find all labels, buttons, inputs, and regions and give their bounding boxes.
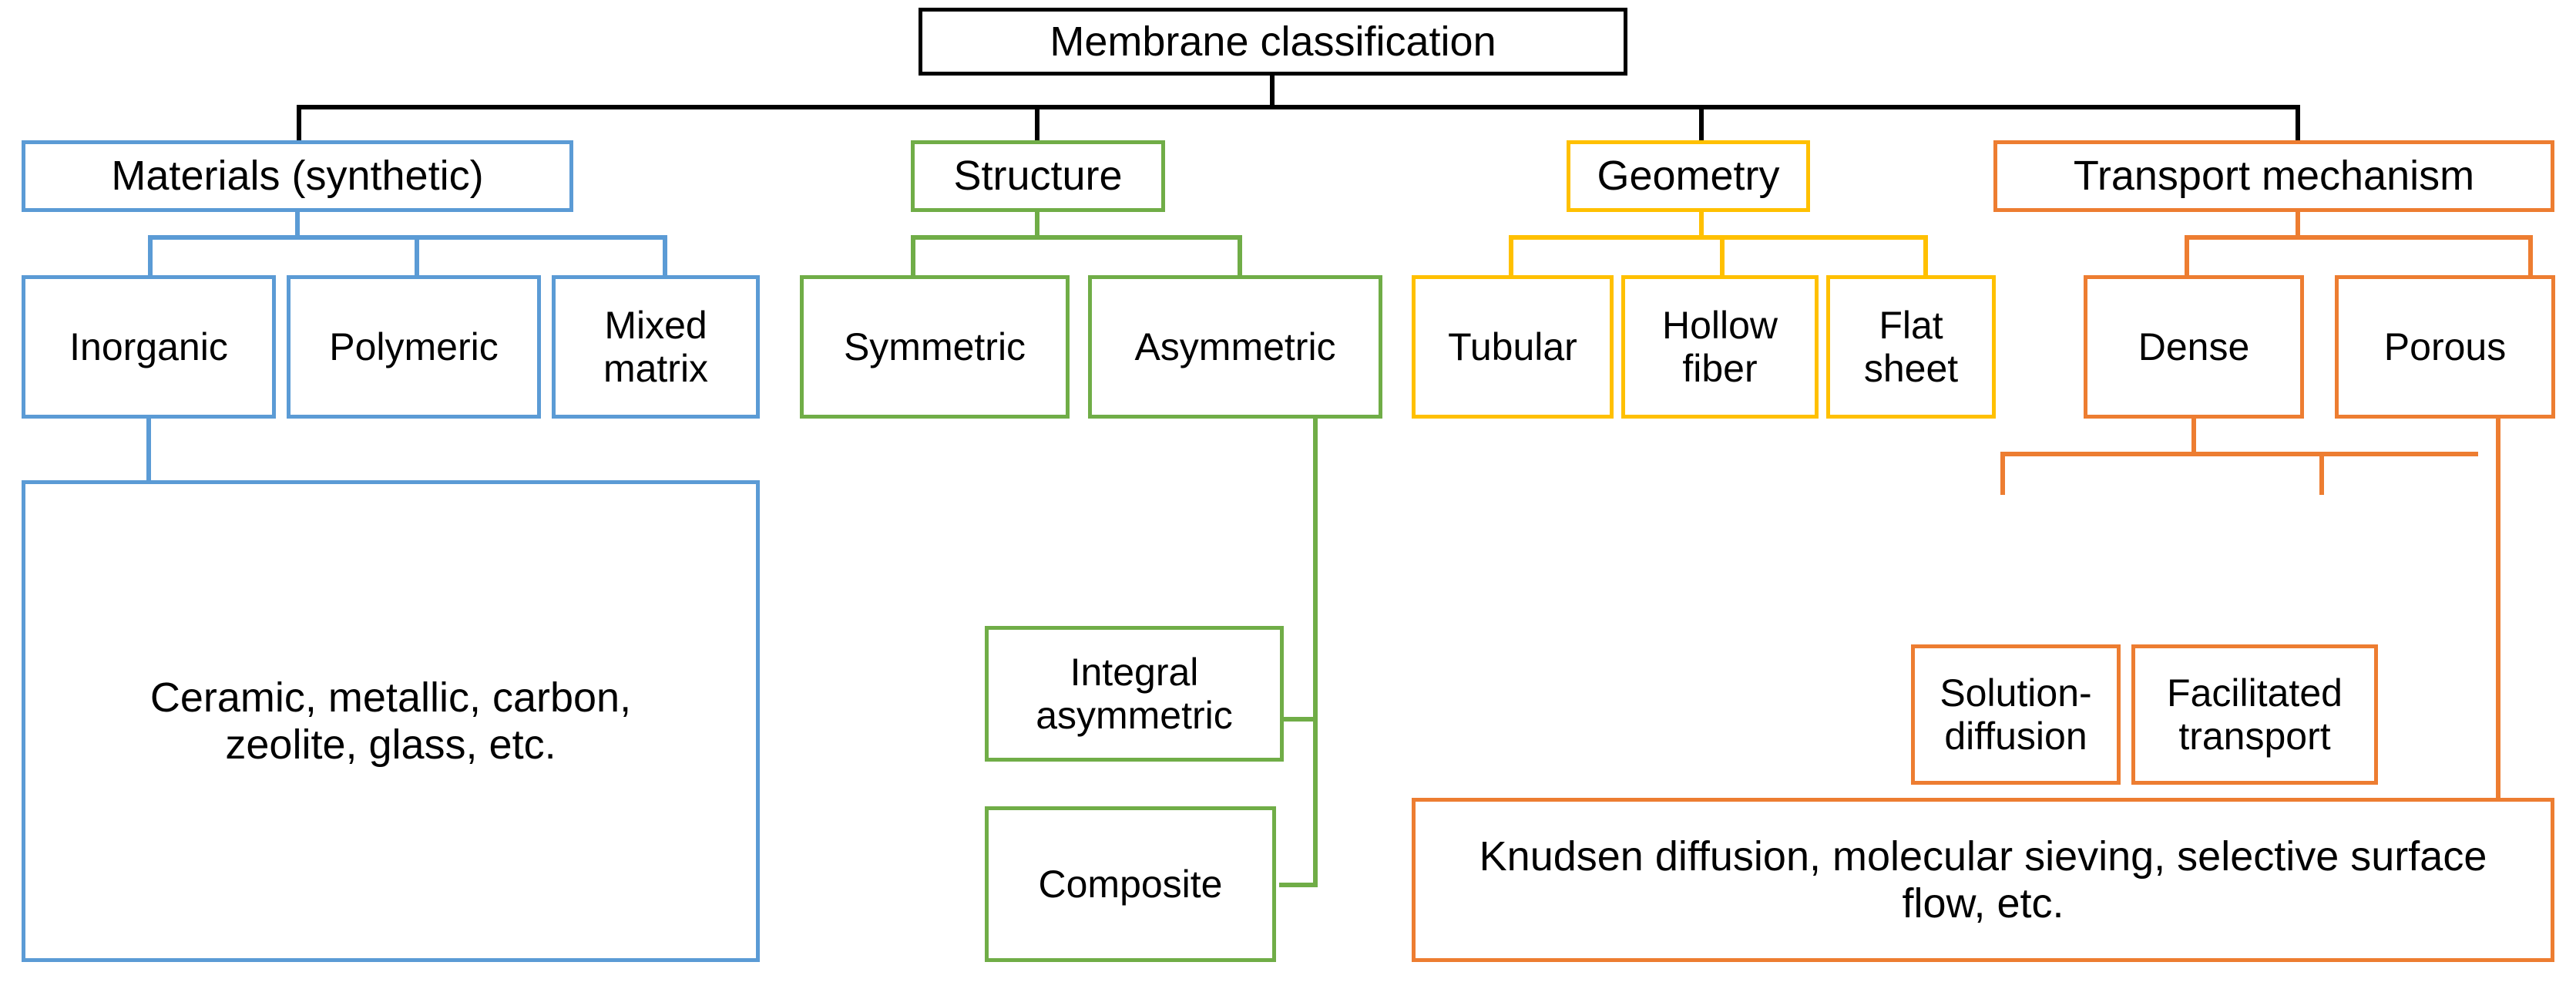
connector-dense-bus — [2000, 452, 2478, 456]
node-label: Solution-diffusion — [1940, 671, 2092, 758]
node-label: Structure — [953, 153, 1123, 200]
node-porous-examples[interactable]: Knudsen diffusion, molecular sieving, se… — [1412, 798, 2554, 962]
node-label: Symmetric — [843, 325, 1026, 368]
connector-inorganic-to-examples — [146, 419, 151, 483]
node-transport-mechanism[interactable]: Transport mechanism — [1993, 140, 2554, 212]
node-dense[interactable]: Dense — [2084, 275, 2304, 419]
connector-structure-to-asymmetric — [1238, 235, 1242, 278]
connector-structure-stem — [1035, 212, 1039, 238]
node-mixed-matrix[interactable]: Mixed matrix — [552, 275, 760, 419]
node-hollow-fiber[interactable]: Hollow fiber — [1621, 275, 1819, 419]
node-label: Knudsen diffusion, molecular sieving, se… — [1479, 833, 2487, 927]
connector-materials-stem — [295, 212, 300, 238]
connector-dense-stem — [2191, 419, 2196, 456]
node-label: Composite — [1038, 863, 1223, 906]
connector-root-stem — [1270, 76, 1275, 108]
connector-geometry-to-flat-sheet — [1923, 235, 1928, 278]
connector-drop-geometry — [1699, 105, 1704, 145]
node-label: Facilitated transport — [2167, 671, 2343, 758]
connector-asymmetric-spine — [1313, 419, 1318, 887]
node-label: Materials (synthetic) — [111, 153, 484, 200]
connector-materials-to-polymeric — [415, 235, 419, 278]
node-label: Polymeric — [329, 325, 499, 368]
node-label: Dense — [2138, 325, 2250, 368]
node-structure[interactable]: Structure — [911, 140, 1165, 212]
connector-transport-to-dense — [2185, 235, 2189, 278]
node-label: Integral asymmetric — [1036, 651, 1233, 737]
node-facilitated-transport[interactable]: Facilitated transport — [2131, 644, 2378, 785]
connector-drop-structure — [1035, 105, 1039, 145]
node-symmetric[interactable]: Symmetric — [800, 275, 1070, 419]
node-integral-asymmetric[interactable]: Integral asymmetric — [985, 626, 1284, 762]
connector-porous-to-examples — [2496, 419, 2500, 802]
node-label: Hollow fiber — [1661, 304, 1778, 390]
connector-dense-to-solution-diffusion — [2000, 452, 2005, 495]
node-tubular[interactable]: Tubular — [1412, 275, 1614, 419]
node-label: Transport mechanism — [2073, 153, 2475, 200]
connector-structure-bus — [911, 235, 1242, 240]
connector-geometry-to-hollow-fiber — [1720, 235, 1725, 278]
connector-geometry-stem — [1699, 212, 1704, 238]
connector-materials-to-inorganic — [148, 235, 153, 278]
node-label: Ceramic, metallic, carbon, zeolite, glas… — [149, 674, 632, 768]
node-label: Inorganic — [69, 325, 228, 368]
node-label: Flat sheet — [1863, 304, 1959, 390]
node-label: Geometry — [1597, 153, 1780, 200]
node-porous[interactable]: Porous — [2335, 275, 2555, 419]
connector-dense-to-facilitated-transport — [2319, 452, 2324, 495]
node-geometry[interactable]: Geometry — [1567, 140, 1810, 212]
node-label: Membrane classification — [1050, 18, 1496, 65]
connector-drop-transport — [2296, 105, 2300, 145]
connector-spine-to-composite — [1279, 883, 1318, 887]
node-label: Asymmetric — [1134, 325, 1336, 368]
connector-materials-to-mixed-matrix — [663, 235, 667, 278]
connector-transport-stem — [2296, 212, 2300, 238]
node-asymmetric[interactable]: Asymmetric — [1088, 275, 1382, 419]
connector-materials-bus — [148, 235, 667, 240]
connector-drop-materials — [297, 105, 301, 145]
node-label: Porous — [2383, 325, 2507, 368]
node-membrane-classification[interactable]: Membrane classification — [919, 8, 1627, 76]
connector-root-trunk — [297, 105, 2300, 109]
connector-geometry-bus — [1509, 235, 1928, 240]
node-composite[interactable]: Composite — [985, 806, 1276, 962]
connector-spine-to-integral-asymmetric — [1279, 717, 1318, 722]
node-label: Tubular — [1448, 325, 1577, 368]
node-inorganic-examples[interactable]: Ceramic, metallic, carbon, zeolite, glas… — [22, 480, 760, 962]
node-label: Mixed matrix — [603, 304, 709, 390]
connector-geometry-to-tubular — [1509, 235, 1513, 278]
node-solution-diffusion[interactable]: Solution-diffusion — [1911, 644, 2121, 785]
connector-structure-to-symmetric — [911, 235, 915, 278]
node-inorganic[interactable]: Inorganic — [22, 275, 276, 419]
node-polymeric[interactable]: Polymeric — [287, 275, 541, 419]
connector-transport-bus — [2185, 235, 2533, 240]
connector-transport-to-porous — [2528, 235, 2533, 278]
node-flat-sheet[interactable]: Flat sheet — [1826, 275, 1996, 419]
node-materials-synthetic[interactable]: Materials (synthetic) — [22, 140, 573, 212]
